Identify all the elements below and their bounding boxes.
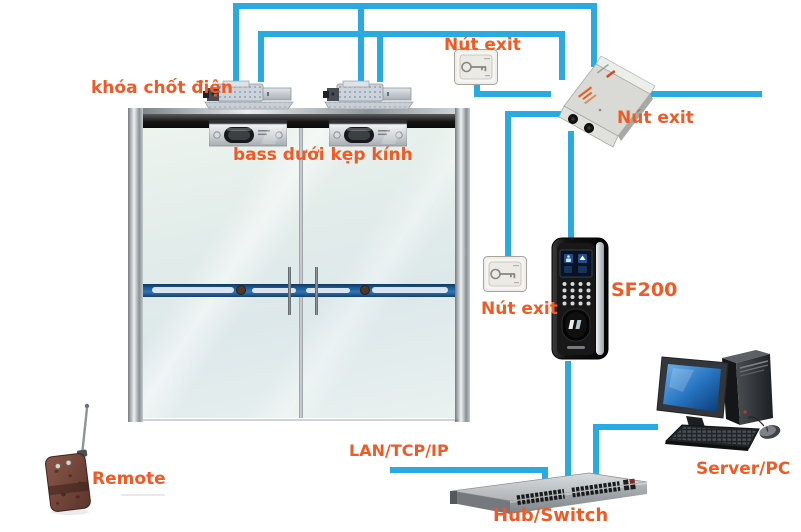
wire-exitbtn2-down <box>505 111 511 257</box>
wire-lock1-inner <box>258 31 264 82</box>
electric-bolt-lock-left-icon <box>203 80 294 110</box>
label-lan: LAN/TCP/IP <box>349 441 449 460</box>
wire-exitbtn1-down <box>474 84 480 97</box>
wire-psu-reader <box>568 131 574 241</box>
power-supply-box-icon <box>558 55 656 148</box>
stripe-mount-right <box>361 286 369 294</box>
wire-psu-left <box>559 31 565 80</box>
label-exit-button-side: Nút exit <box>481 299 558 319</box>
wire-psu-right <box>648 91 762 97</box>
door-frame-header <box>136 114 462 129</box>
stripe-mount-left <box>237 286 245 294</box>
label-exit-button-top: Nút exit <box>444 35 521 55</box>
wire-top-horizontal <box>233 3 597 9</box>
wire-lock1-outer <box>233 3 239 82</box>
floor-shadow <box>121 494 165 496</box>
wire-lan-horizontal <box>390 467 548 473</box>
exit-button-side-icon <box>483 256 527 292</box>
glass-bracket-right-icon <box>329 120 407 147</box>
door-handle-right <box>315 267 318 315</box>
stripe-streak <box>152 287 234 293</box>
door-center-divider <box>299 128 303 418</box>
label-exit-button-psu: Nút exit <box>617 108 694 128</box>
stripe-streak <box>306 288 350 293</box>
server-pc-icon <box>656 350 781 451</box>
wire-psu-top <box>591 3 597 67</box>
wire-reader-hub <box>565 361 571 480</box>
door-frame-top <box>128 108 470 117</box>
wire-lock2-inner <box>377 31 383 82</box>
door-bottom-shadow <box>143 419 459 421</box>
network-switch-icon <box>450 472 648 514</box>
remote-control-icon <box>45 403 91 515</box>
label-reader: SF200 <box>611 279 678 301</box>
wire-mid-horizontal <box>258 31 565 37</box>
stripe-streak <box>372 287 448 293</box>
wire-server-horizontal <box>593 424 658 430</box>
wire-lock2-outer <box>358 3 364 82</box>
wire-lan-down <box>542 467 548 484</box>
glass-bracket-left-icon <box>209 120 287 147</box>
electric-bolt-lock-right-icon <box>323 80 414 110</box>
label-glass-bracket: bass dưới kẹp kính <box>233 145 413 165</box>
wire-server-down <box>593 424 599 479</box>
label-electric-lock: khóa chốt điện <box>91 78 234 98</box>
wire-psu-exitbtn2-h <box>505 111 561 117</box>
wire-exitbtn1-right <box>474 91 551 97</box>
door-handle-left <box>288 267 291 315</box>
label-hub: Hub/Switch <box>493 505 609 526</box>
label-remote: Remote <box>92 469 166 489</box>
fingerprint-reader-icon <box>551 237 609 360</box>
label-server: Server/PC <box>696 459 791 479</box>
stripe-streak <box>252 288 296 293</box>
door-frame-right <box>455 108 470 422</box>
exit-button-top-icon <box>454 49 498 85</box>
door-frame-left <box>128 108 143 422</box>
